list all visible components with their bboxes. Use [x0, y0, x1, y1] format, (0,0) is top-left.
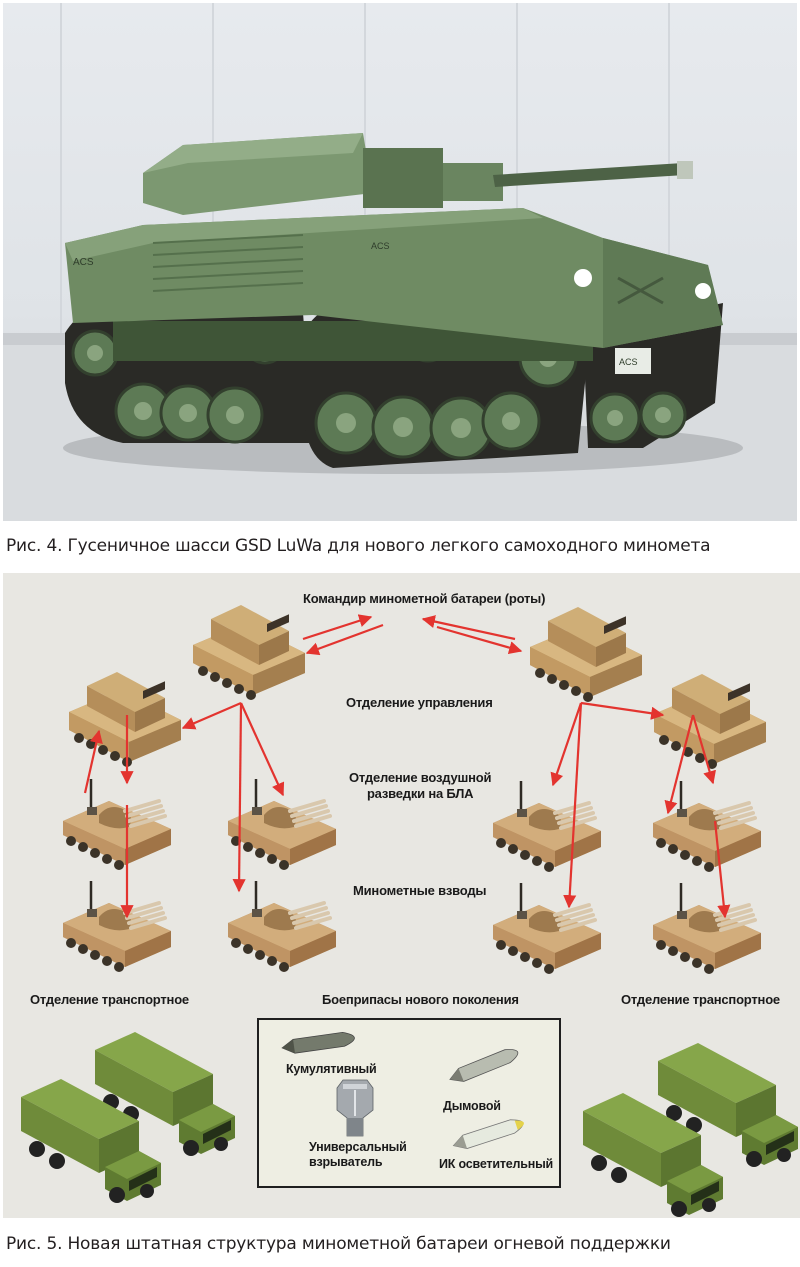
uav-recon-label-line2: разведки на БЛА	[366, 786, 474, 801]
transport-label-left: Отделение транспортное	[30, 992, 189, 1007]
commander-label: Командир минометной батареи (роты)	[303, 591, 546, 606]
control-section-label: Отделение управления	[346, 695, 493, 710]
ammo-ir-illum: ИК осветительный	[439, 1157, 554, 1171]
command-vehicle-right	[530, 607, 642, 702]
ammo-cumulative: Кумулятивный	[286, 1062, 377, 1076]
control-vehicle-left	[69, 672, 181, 767]
mortar-vehicle-left-1	[61, 879, 173, 974]
uav-recon-label: Отделение воздушной разведки на БЛА	[349, 770, 492, 802]
vehicle-photo: ACS ACS ACS	[3, 3, 797, 521]
command-arrows	[83, 614, 731, 919]
figure-5-caption: Рис. 5. Новая штатная структура минометн…	[6, 1234, 671, 1254]
tracked-chassis-illustration: ACS ACS ACS	[3, 3, 797, 521]
uav-vehicle-right-2	[651, 779, 763, 874]
mortar-vehicle-right-2	[651, 881, 763, 976]
ammo-fuze-line2: взрыватель	[309, 1155, 383, 1169]
battery-structure-diagram: Командир минометной батареи (роты) Отдел…	[3, 573, 800, 1218]
ammo-box: Кумулятивный Дымовой Универсальный взрыв…	[257, 1018, 561, 1188]
transport-label-right: Отделение транспортное	[621, 992, 780, 1007]
acs-marking: ACS	[73, 257, 94, 268]
ammo-label: Боеприпасы нового поколения	[322, 992, 519, 1007]
ammo-fuze-line1: Универсальный	[309, 1140, 407, 1154]
acs-marking: ACS	[371, 241, 390, 251]
mortar-platoons-label: Минометные взводы	[353, 883, 487, 898]
mortar-vehicle-right-1	[491, 881, 603, 976]
cumulative-shell-icon	[281, 1031, 355, 1054]
smoke-shell-icon	[449, 1049, 519, 1082]
acs-marking: ACS	[619, 357, 638, 367]
uav-vehicle-left-1	[61, 777, 173, 872]
mortar-vehicle-left-2	[226, 879, 338, 974]
uav-recon-label-line1: Отделение воздушной	[349, 770, 492, 785]
command-vehicle-left	[193, 605, 305, 700]
uav-vehicle-right-1	[491, 779, 603, 874]
ammo-fuze: Универсальный взрыватель	[309, 1140, 407, 1170]
figure-4-caption: Рис. 4. Гусеничное шасси GSD LuWa для но…	[6, 536, 711, 556]
ir-illum-shell-icon	[452, 1119, 524, 1149]
ammo-smoke: Дымовой	[443, 1099, 501, 1113]
fuze-icon	[336, 1079, 374, 1137]
control-vehicle-right	[654, 674, 766, 769]
